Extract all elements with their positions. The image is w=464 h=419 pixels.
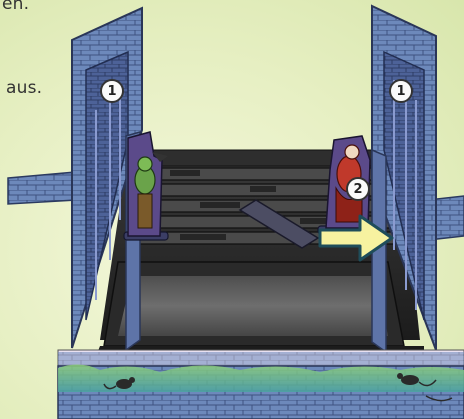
- left-side-wall-stub: [8, 172, 76, 204]
- callout-badge-2: 2: [346, 177, 370, 201]
- callout-badge-1-left: 1: [100, 79, 124, 103]
- callout-badge-1-right: 1: [389, 79, 413, 103]
